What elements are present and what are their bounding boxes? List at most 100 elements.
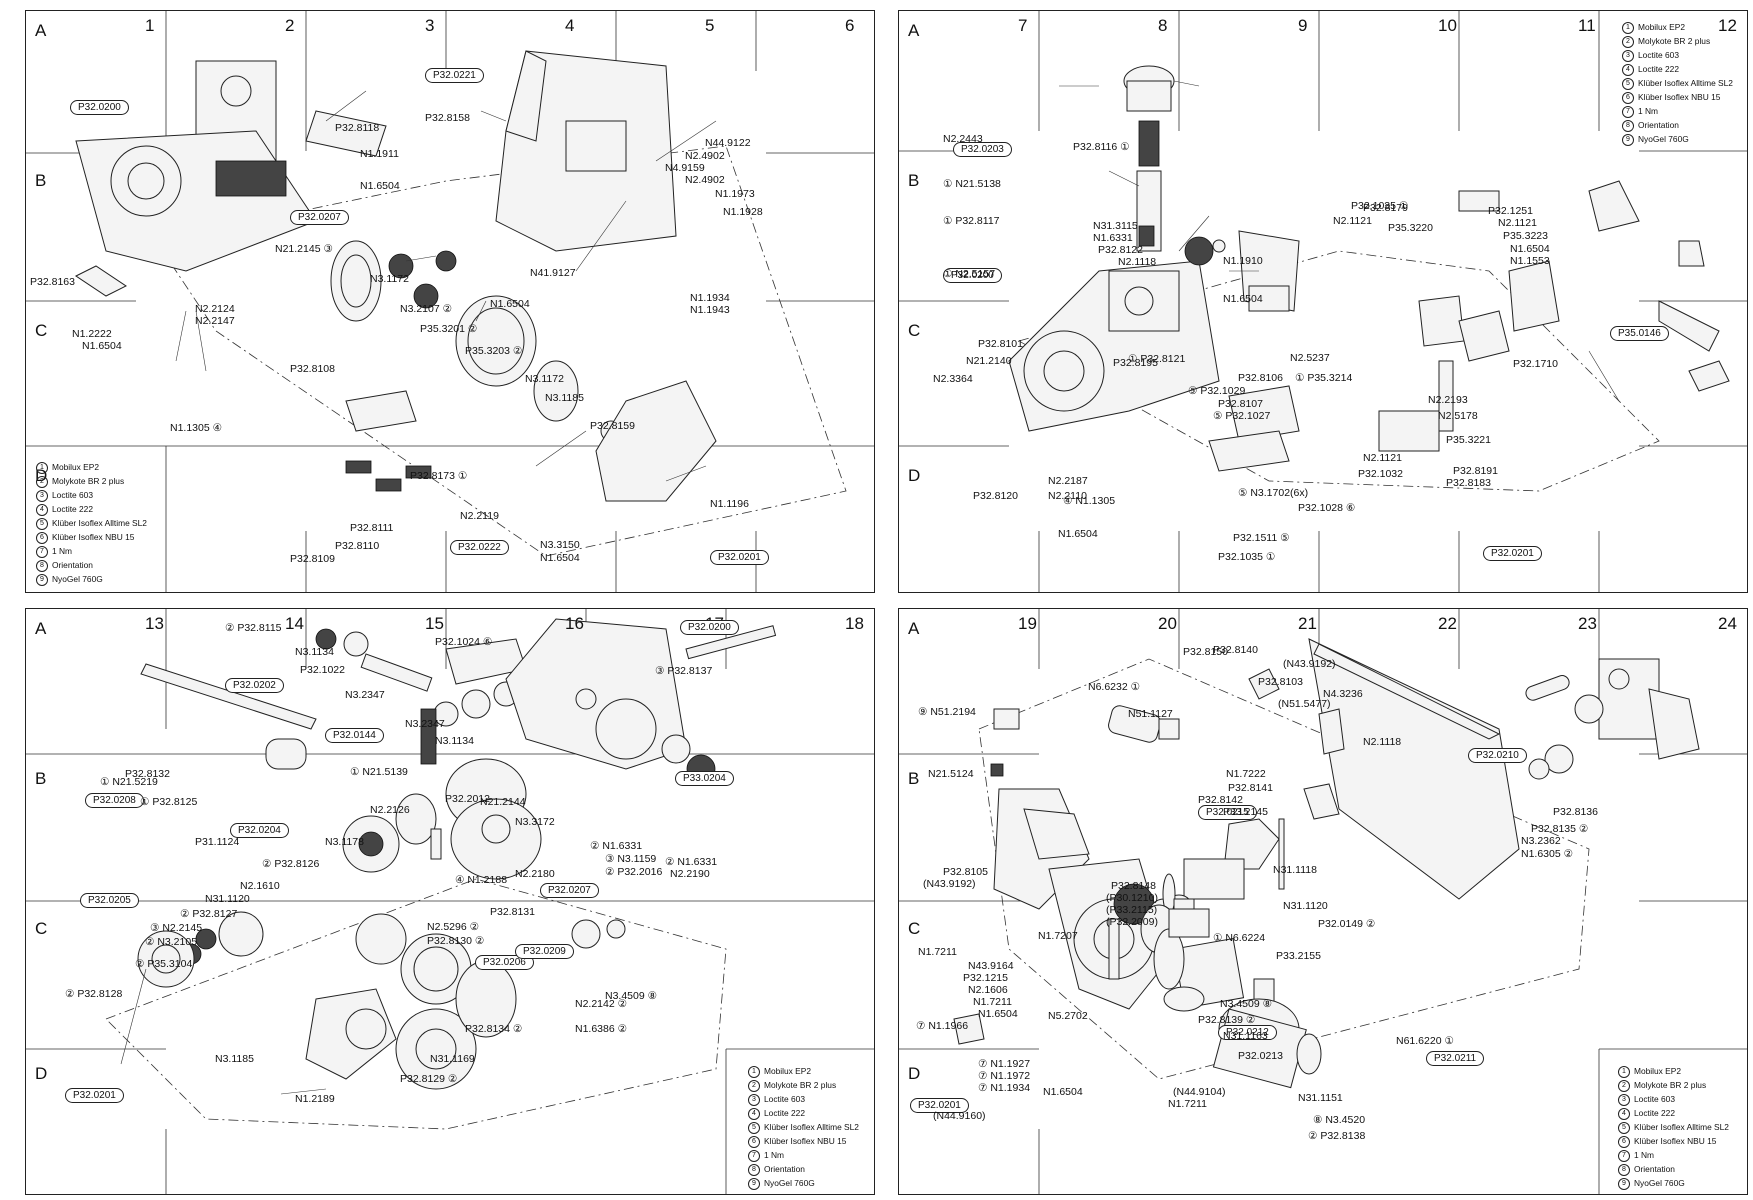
- legend-text: Klüber Isoflex NBU 15: [52, 532, 135, 542]
- part-number-label: N3.1134: [295, 646, 334, 658]
- part-number-label: N21.5124: [928, 768, 974, 780]
- part-number-label: ② P32.2016: [605, 866, 663, 878]
- legend-number-icon: 4: [748, 1107, 760, 1120]
- part-number-label: N1.6386 ②: [575, 1023, 628, 1035]
- row-letter: D: [908, 1064, 921, 1083]
- row-letter: B: [908, 171, 920, 190]
- part-number-label: N1.2189: [295, 1093, 335, 1105]
- assembly-reference-box: P32.0221: [425, 68, 484, 83]
- panel-4-drawing: [899, 609, 1747, 1194]
- part-number-label: P32.0149 ②: [1318, 918, 1376, 930]
- part-number-label: N1.7211: [918, 946, 957, 958]
- legend-text: 1 Nm: [1638, 106, 1659, 116]
- legend-number-icon: 3: [36, 489, 48, 502]
- assembly-reference-box: P32.0206: [475, 955, 534, 970]
- part-number-label: P32.8106: [1238, 372, 1283, 384]
- part-number-label: P32.8108: [290, 363, 335, 375]
- assembly-reference-box: P32.0200: [70, 100, 129, 115]
- part-number-label: P35.3221: [1446, 434, 1491, 446]
- part-number-label: N1.1196: [710, 498, 749, 510]
- assembly-reference-box: P32.0203: [953, 142, 1012, 157]
- part-number-label: N2.2443: [943, 133, 983, 145]
- part-number-label: N2.2187: [1048, 475, 1088, 487]
- part-number-label: N2.2142 ②: [575, 998, 628, 1010]
- part-number-label: P32.8195: [1113, 357, 1158, 369]
- part-number-label: ② N3.2105: [145, 936, 198, 948]
- part-number-label: N1.1928: [723, 206, 763, 218]
- part-number-label: N2.2126: [370, 804, 410, 816]
- part-number-label: (N44.9104): [1173, 1086, 1226, 1098]
- legend-text: Klüber Isoflex Alltime SL2: [764, 1122, 859, 1132]
- part-number-label: N1.2222: [72, 328, 112, 340]
- assembly-reference-box: P32.0201: [65, 1088, 124, 1103]
- legend-text: NyoGel 760G: [1638, 134, 1689, 144]
- part-number-label: N21.2145 ③: [275, 243, 333, 255]
- part-number-label: N2.2190: [670, 868, 710, 880]
- assembly-reference-box: P32.0211: [1426, 1051, 1485, 1066]
- column-number: 18: [845, 614, 864, 633]
- part-number-label: P32.8163: [30, 276, 75, 288]
- column-number: 12: [1718, 16, 1737, 35]
- part-number-label: P32.8141: [1228, 782, 1273, 794]
- part-number-label: P32.1511 ⑤: [1233, 532, 1290, 544]
- legend-text: Loctite 222: [764, 1108, 805, 1118]
- assembly-reference-box: P35.0146: [1610, 326, 1669, 341]
- part-number-label: P32.8139 ②: [1198, 1014, 1256, 1026]
- legend-text: NyoGel 760G: [764, 1178, 815, 1188]
- part-number-label: P32.8129 ②: [400, 1073, 458, 1085]
- legend-number-icon: 1: [1622, 21, 1634, 34]
- legend-number-icon: 1: [36, 461, 48, 474]
- part-number-label: ① P32.8121: [1128, 353, 1186, 365]
- legend-number-icon: 9: [1618, 1177, 1630, 1190]
- part-number-label: P32.8103: [1258, 676, 1303, 688]
- part-number-label: N1.1305 ④: [170, 422, 223, 434]
- legend-text: Loctite 603: [52, 490, 93, 500]
- legend-number-icon: 2: [1622, 35, 1634, 48]
- legend-number-icon: 5: [1622, 77, 1634, 90]
- legend-text: Mobilux EP2: [1638, 22, 1686, 32]
- part-number-label: N3.1134: [435, 735, 474, 747]
- column-number: 7: [1018, 16, 1028, 35]
- part-number-label: ② P32.8126: [262, 858, 320, 870]
- part-number-label: N2.2193: [1428, 394, 1468, 406]
- part-number-label: P32.8136: [1553, 806, 1598, 818]
- part-number-label: ④ N1.1305: [1063, 495, 1116, 507]
- legend-number-icon: 5: [1618, 1121, 1630, 1134]
- part-number-label: N3.2347: [405, 718, 445, 730]
- part-number-label: ⑦ N1.1966: [916, 1020, 969, 1032]
- legend-number-icon: 7: [1618, 1149, 1630, 1162]
- legend-number-icon: 5: [748, 1121, 760, 1134]
- part-number-label: N1.6504: [978, 1008, 1018, 1020]
- column-number: 9: [1298, 16, 1308, 35]
- legend-number-icon: 4: [36, 503, 48, 516]
- panel-3-drawing: [26, 609, 874, 1194]
- part-number-label: N21.2140: [966, 355, 1012, 367]
- part-number-label: N2.5296 ②: [427, 921, 480, 933]
- part-number-label: N5.2702: [1048, 1010, 1088, 1022]
- part-number-label: P33.2155: [1276, 950, 1321, 962]
- part-number-label: N2.4902: [685, 174, 725, 186]
- legend-item: 1 Mobilux EP2: [1622, 20, 1733, 34]
- panel-1: [25, 10, 875, 593]
- legend-text: Molykote BR 2 plus: [764, 1080, 837, 1090]
- panel-4: [898, 608, 1748, 1195]
- assembly-reference-box: P32.0200: [680, 620, 739, 635]
- part-number-label: N31.1120: [1283, 900, 1328, 912]
- legend-text: Klüber Isoflex NBU 15: [1638, 92, 1721, 102]
- part-number-label: P32.1710: [1513, 358, 1558, 370]
- legend-text: Orientation: [764, 1164, 805, 1174]
- column-number: 22: [1438, 614, 1457, 633]
- part-number-label: N2.5178: [1438, 410, 1478, 422]
- legend-text: Mobilux EP2: [1634, 1066, 1682, 1076]
- part-number-label: N2.1610: [240, 880, 280, 892]
- part-number-label: P32.8131: [490, 906, 535, 918]
